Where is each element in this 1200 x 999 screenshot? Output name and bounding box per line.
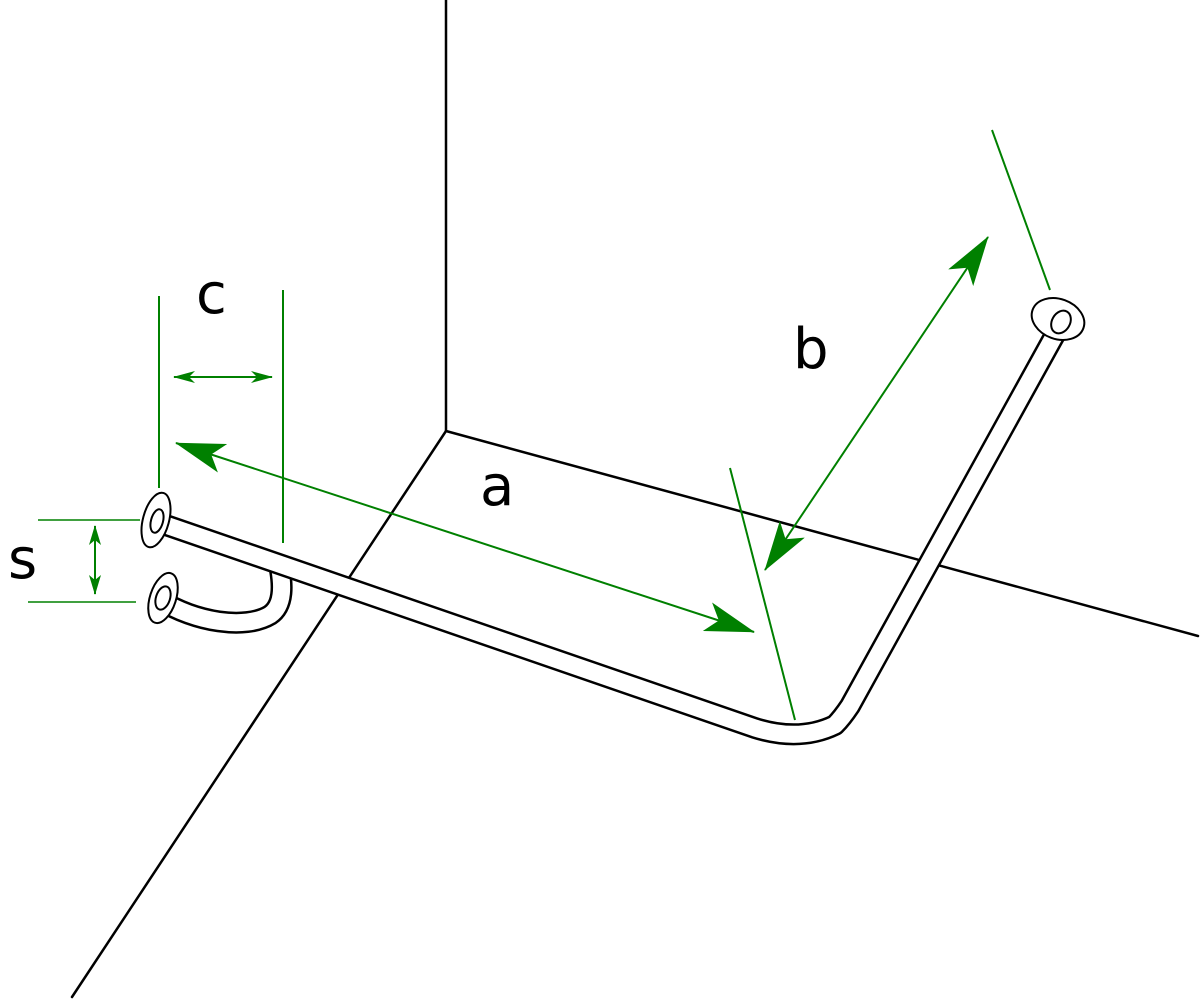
right-floor-edge [444,429,1200,638]
upper-left-tube-end [149,508,165,534]
dimension-s: s [8,519,140,603]
dimension-b-extension-upper [991,129,1051,291]
left-floor-edge [70,429,448,999]
grab-bar [140,297,1086,746]
dimension-a-arrow [175,442,755,633]
dimension-b-arrow [764,236,989,571]
right-tube-end [1050,309,1072,335]
lower-mount-tube-end [154,585,172,611]
room-corner [70,0,1200,999]
label-s: s [8,527,37,592]
dimension-b-extension-lower [729,467,796,721]
dimension-b: b [729,129,1051,721]
label-a: a [480,454,514,519]
dimension-c: c [158,262,284,543]
label-b: b [793,317,829,382]
label-c: c [196,262,227,327]
grab-bar-main-fill [154,317,1070,743]
grab-bar-return-bend-fill [155,568,291,632]
dimension-a: a [175,442,755,633]
